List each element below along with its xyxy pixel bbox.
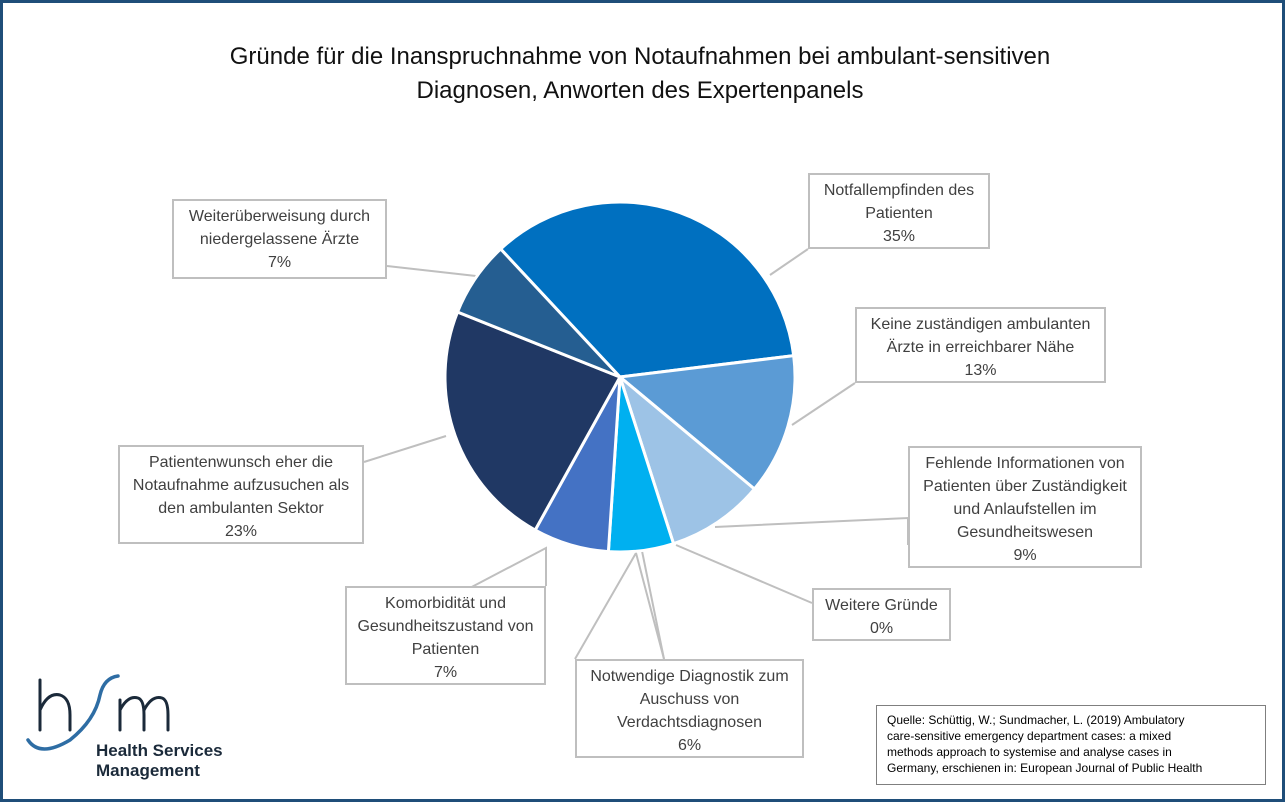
label-text: Keine zuständigen ambulanten: [870, 316, 1091, 333]
label-text: den ambulanten Sektor: [158, 500, 324, 517]
leader-line: [386, 265, 477, 277]
label-text: Auschuss von: [639, 691, 740, 708]
source-note: Quelle: Schüttig, W.; Sundmacher, L. (20…: [876, 705, 1266, 785]
chart-title: Gründe für die Inanspruchnahme von Notau…: [140, 40, 1140, 108]
label-text: Ärzte in erreichbarer Nähe: [886, 339, 1075, 356]
leader-line: [791, 382, 856, 426]
data-label-notwendige-diagnostik: Notwendige Diagnostik zum Auschuss von V…: [575, 659, 804, 758]
label-text: Notwendige Diagnostik zum: [590, 668, 789, 685]
label-text: Weitere Gründe: [825, 597, 938, 614]
source-line: care-sensitive emergency department case…: [887, 729, 1172, 743]
label-text: Komorbidität und: [385, 595, 506, 612]
label-text: Patientenwunsch eher die: [148, 454, 334, 471]
leader-line: [769, 248, 809, 276]
pie-slice: [616, 372, 757, 546]
data-label-patientenwunsch: Patientenwunsch eher die Notaufnahme auf…: [118, 445, 364, 544]
logo-line-2: Management: [96, 761, 200, 780]
source-line: Quelle: Schüttig, W.; Sundmacher, L. (20…: [887, 713, 1185, 727]
pie-slice: [498, 200, 796, 379]
label-text: Weiterüberweisung durch: [188, 208, 371, 225]
label-text: Gesundheitszustand von: [357, 618, 534, 635]
label-text: Patienten: [411, 641, 480, 658]
label-value: 23%: [224, 523, 258, 540]
pie-slices: [443, 200, 797, 554]
logo-line-1: Health Services: [96, 741, 223, 760]
label-text: niedergelassene Ärzte: [199, 231, 360, 248]
hsm-logo: [26, 674, 170, 751]
label-value: 35%: [882, 228, 916, 245]
pie-slice: [455, 246, 622, 379]
label-text: Verdachtsdiagnosen: [617, 714, 762, 731]
label-value: 6%: [677, 737, 702, 754]
data-label-fehlende-informationen: Fehlende Informationen von Patienten übe…: [908, 446, 1142, 568]
label-text: Notaufnahme aufzusuchen als: [132, 477, 350, 494]
label-value: 7%: [267, 254, 292, 271]
label-text: Notfallempfinden des: [823, 182, 975, 199]
chart-title-line-1: Gründe für die Inanspruchnahme von Notau…: [229, 43, 1051, 70]
logo-m-arch-2: [142, 696, 170, 732]
chart-title-line-2: Diagnosen, Anworten des Expertenpanels: [416, 77, 864, 104]
data-label-keine-aerzte: Keine zuständigen ambulanten Ärzte in er…: [855, 307, 1106, 383]
logo-m-arch-1: [118, 696, 146, 732]
label-value: 13%: [964, 362, 997, 379]
label-text: Gesundheitswesen: [956, 524, 1094, 541]
label-value: 0%: [869, 620, 894, 637]
pie-slice: [443, 310, 623, 533]
logo-swoosh: [26, 674, 120, 751]
leader-line: [465, 546, 547, 591]
source-line: methods approach to systemise and analys…: [887, 745, 1172, 759]
source-line: Germany, erschienen in: European Journal…: [887, 761, 1203, 775]
data-label-komorbiditaet: Komorbidität und Gesundheitszustand von …: [345, 586, 546, 685]
label-text: Patienten: [865, 205, 933, 222]
data-label-notfallempfinden: Notfallempfinden des Patienten 35%: [808, 173, 990, 249]
label-value: 9%: [1013, 547, 1037, 564]
leader-line: [641, 550, 665, 660]
label-value: 7%: [433, 664, 458, 681]
logo-text: Health Services Management: [96, 741, 223, 781]
leader-line: [714, 516, 909, 545]
leader-line: [574, 550, 665, 660]
data-label-weitere-gruende: Weitere Gründe 0%: [812, 588, 951, 641]
label-text: Patienten über Zuständigkeit: [923, 478, 1127, 495]
label-text: Fehlende Informationen von: [925, 455, 1125, 472]
leader-line: [675, 544, 813, 604]
logo-h-arch: [38, 693, 72, 732]
data-label-weiterueberweisung: Weiterüberweisung durch niedergelassene …: [172, 199, 387, 279]
leader-line: [363, 435, 447, 463]
pie-slice: [616, 354, 797, 492]
label-text: und Anlaufstellen im: [953, 501, 1097, 518]
